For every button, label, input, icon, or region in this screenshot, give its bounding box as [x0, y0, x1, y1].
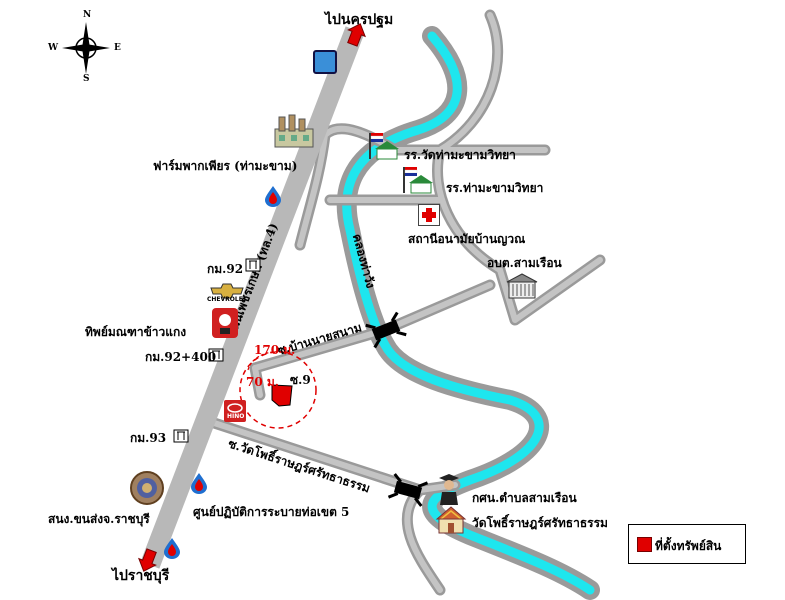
bridge-south [387, 473, 429, 507]
temple-icon [433, 505, 469, 539]
destination-nakhon-pathom: ไปนครปฐม [325, 12, 394, 28]
label-km92: กม.92 [207, 262, 244, 276]
restaurant-icon [212, 308, 238, 338]
chevrolet-logo: CHEVROLET [207, 282, 247, 308]
factory-icon [273, 113, 315, 153]
label-drainage-center: ศูนย์ปฏิบัติการระบายท่อเขต 5 [193, 505, 350, 519]
label-transport-office: สนง.ขนส่งจ.ราชบุรี [48, 512, 150, 526]
destination-ratchaburi: ไปราชบุรี [112, 568, 170, 584]
arrow-north-icon [347, 23, 366, 47]
label-farm: ฟาร์มพากเพียร (ท่ามะขาม) [153, 159, 298, 173]
gas-station-icon [313, 50, 337, 74]
distance-arc-icon [247, 351, 286, 371]
legend-property-label: ที่ตั้งทรัพย์สิน [655, 539, 722, 553]
bridge-north [365, 311, 407, 349]
label-school-2: รร.ท่ามะขามวิทยา [446, 181, 544, 195]
health-station-icon [418, 204, 440, 226]
distance-70m: 70 ม. [246, 375, 279, 389]
label-temple: วัดโพธิ์ราษฎร์ศรัทธาธรรม [472, 516, 608, 530]
school-1-icon [367, 131, 401, 165]
legend-property-swatch [637, 537, 652, 552]
road-label-soi-9: ซ.9 [290, 373, 311, 387]
label-school-1: รร.วัดท่ามะขามวิทยา [404, 148, 516, 162]
government-office-icon [505, 272, 539, 304]
petrol-drop-icon-2 [190, 472, 208, 498]
hino-logo: HINO [224, 400, 246, 422]
label-restaurant: ทิพย์มณฑาข้าวแกง [85, 325, 187, 339]
label-km93: กม.93 [130, 431, 167, 445]
highway-phetkasem [140, 26, 365, 569]
property-area-circle [239, 351, 317, 429]
arrow-south-icon [138, 548, 157, 572]
compass-icon: N S E W [48, 10, 124, 84]
chevrolet-text: CHEVROLET [207, 296, 247, 303]
petrol-drop-icon-3 [163, 537, 181, 563]
label-health-station: สถานีอนามัยบ้านญวณ [408, 232, 526, 246]
compass-s: S [83, 74, 90, 84]
label-kshn: กศน.ตำบลสามเรือน [472, 491, 577, 505]
property-marker [271, 384, 293, 407]
legend-box: ที่ตั้งทรัพย์สิน [628, 524, 746, 564]
distance-170m: 170 ม. [254, 343, 296, 357]
graduate-icon [437, 472, 461, 510]
km-post-92-400-icon [208, 347, 224, 367]
compass-n: N [83, 10, 92, 20]
km-post-92-icon [245, 257, 261, 277]
hino-text: HINO [227, 413, 245, 420]
school-2-icon [401, 165, 435, 199]
km-post-93-icon [173, 428, 189, 448]
petrol-drop-icon [264, 185, 282, 211]
label-obt: อบต.สามเรือน [487, 256, 562, 270]
label-km92-400: กม.92+400 [145, 350, 217, 364]
compass-w: W [48, 43, 59, 53]
compass-e: E [114, 43, 121, 53]
transport-office-seal-icon [129, 470, 165, 510]
